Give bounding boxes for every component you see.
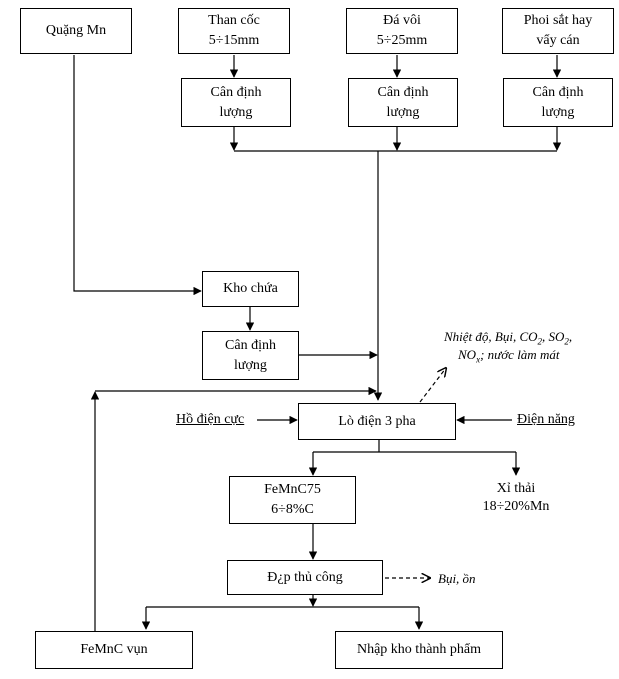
- box-label: Kho chứa: [223, 281, 278, 296]
- box-label-line1: Cân định: [377, 84, 429, 100]
- label-dien-nang: Điện năng: [517, 412, 575, 427]
- box-label: Đ¿p thủ công: [267, 569, 343, 585]
- box-label: Quặng Mn: [45, 23, 107, 38]
- box-label-line1: Cân định: [532, 84, 584, 100]
- box-label-line2: 6÷8%C: [271, 502, 314, 517]
- box-label-line1: Phoi sắt hay: [523, 13, 593, 28]
- box-label-line2: lượng: [386, 104, 420, 120]
- box-quang-mn: Quặng Mn: [20, 8, 132, 54]
- edge-quang-to-kho: [73, 55, 202, 296]
- box-can-dinh-luong-3: Cân định lượng: [503, 78, 613, 127]
- box-label-line1: FeMnC75: [264, 482, 321, 497]
- box-label-line2: lượng: [219, 104, 253, 120]
- box-label: Lò điện 3 pha: [338, 413, 416, 429]
- box-phoi-sat: Phoi sắt hay vẩy cán: [502, 8, 614, 54]
- box-can-dinh-luong-2: Cân định lượng: [348, 78, 458, 127]
- box-label-line2: lượng: [234, 357, 267, 373]
- box-label: FeMnC vụn: [80, 642, 148, 657]
- box-kho-chua: Kho chứa: [202, 271, 299, 307]
- box-femnc75: FeMnC75 6÷8%C: [229, 476, 356, 524]
- box-label-line1: Cân định: [225, 337, 276, 353]
- label-xi-thai: Xỉ thải 18÷20%Mn: [482, 481, 550, 514]
- box-can-dinh-luong-4: Cân định lượng: [202, 331, 299, 380]
- box-label-line2: 5÷15mm: [208, 33, 260, 48]
- box-femnc-vun: FeMnC vụn: [35, 631, 193, 669]
- box-label-line1: Đá vôi: [383, 13, 421, 28]
- box-lo-dien-3-pha: Lò điện 3 pha: [298, 403, 456, 440]
- box-can-dinh-luong-1: Cân định lượng: [181, 78, 291, 127]
- box-label-line2: lượng: [541, 104, 575, 120]
- box-label: Nhập kho thành phẩm: [356, 642, 482, 657]
- box-than-coc: Than cốc 5÷15mm: [178, 8, 290, 54]
- box-label-line1: Than cốc: [208, 13, 260, 28]
- edge-emissions: [419, 368, 446, 403]
- box-nhap-kho: Nhập kho thành phẩm: [335, 631, 503, 669]
- label-emissions: Nhiệt độ, Bụi, CO2, SO2, NOx; nước làm m…: [444, 329, 573, 365]
- box-label-line1: Cân định: [210, 84, 262, 100]
- box-da-voi: Đá vôi 5÷25mm: [346, 8, 458, 54]
- label-ho-dien-cuc: Hồ điện cực: [176, 412, 245, 427]
- box-label-line2: vẩy cán: [536, 33, 580, 48]
- label-bui-on: Bụi, ồn: [438, 571, 476, 586]
- box-dap-thu-cong: Đ¿p thủ công: [227, 560, 383, 595]
- box-label-line2: 5÷25mm: [376, 33, 428, 48]
